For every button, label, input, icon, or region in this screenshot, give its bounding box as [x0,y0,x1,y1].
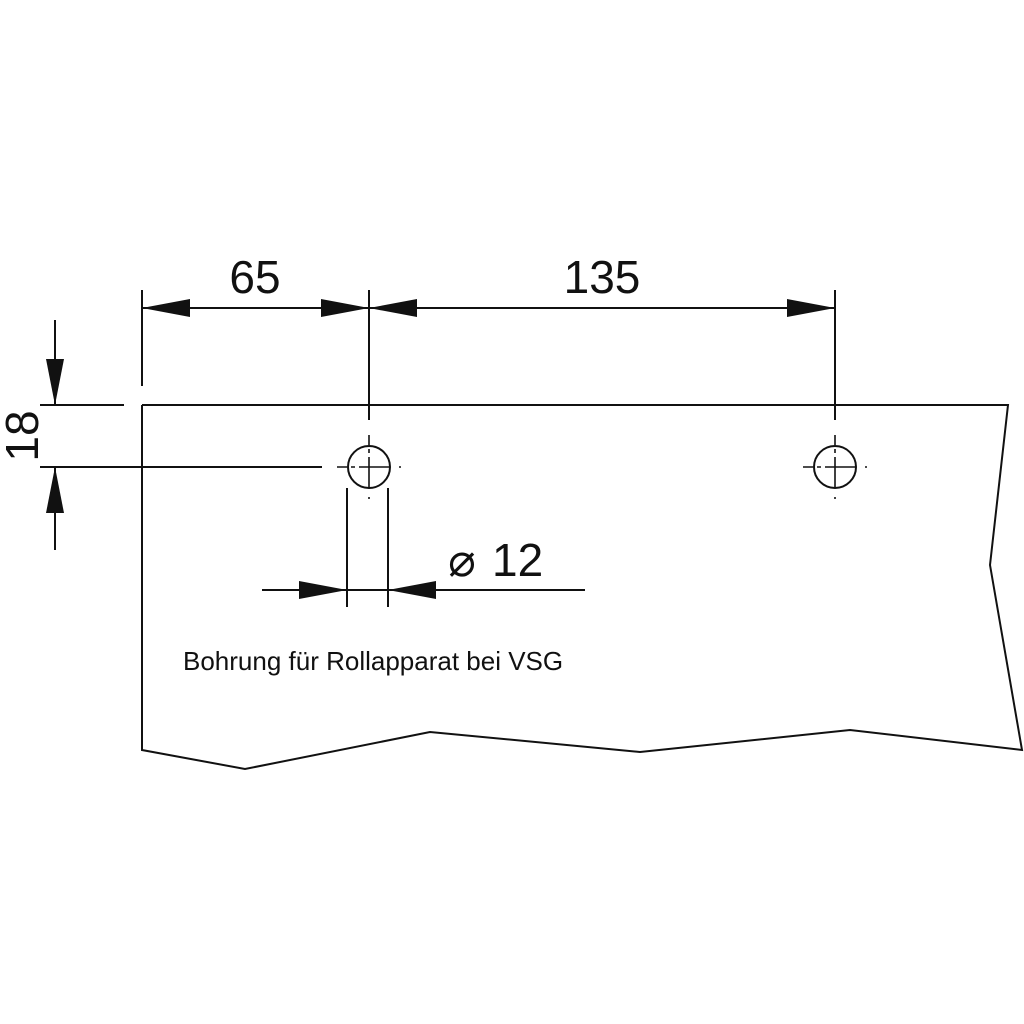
diameter-symbol: ⌀ [448,534,476,586]
arrow-65-right [321,299,369,317]
glass-panel-outline [141,404,1024,771]
drill-hole-2 [803,435,867,499]
arrow-diameter-left [299,581,347,599]
drill-hole-1 [337,435,401,499]
arrow-18-top [46,359,64,405]
dimension-label-18: 18 [0,410,48,461]
arrow-diameter-right [388,581,436,599]
arrow-18-bottom [46,467,64,513]
arrow-135-right [787,299,835,317]
drilling-note: Bohrung für Rollapparat bei VSG [183,646,563,676]
dimension-label-65: 65 [229,251,280,303]
dimension-label-135: 135 [564,251,641,303]
arrow-135-left [369,299,417,317]
dimension-label-diameter: 12 [492,534,543,586]
arrow-65-left [142,299,190,317]
